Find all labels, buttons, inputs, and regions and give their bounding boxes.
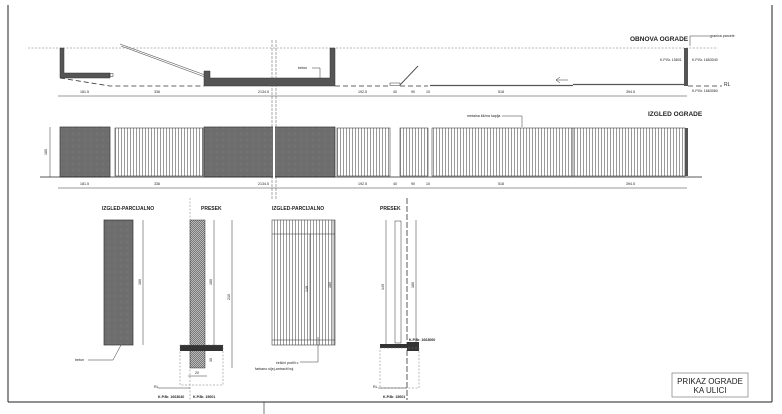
detail-title: IZGLED-PARCIJALNO [102,206,154,212]
kp-label: K.P.Br. 15601 [383,395,405,399]
dim-text: 180 [328,282,332,288]
dim-text: 181.5 [80,90,89,94]
dim-text: 20 [195,371,199,375]
dim-text: 192.5 [358,182,367,186]
detail-title: PRESEK [380,206,401,212]
dim-text: 10 [426,90,430,94]
dim-text: 336 [154,90,160,94]
dim-text: 181.5 [80,182,89,186]
elevation-title: IZGLED OGRADE [648,111,703,118]
note-text: čelični profili c [276,361,299,365]
detail-fence-elevation: IZGLED-PARCIJALNO 149 180 čelični profil… [255,206,336,371]
title-line-1: PRIKAZ OGRADE [677,377,743,386]
dim-text: 394.5 [626,182,635,186]
dim-text: 336 [154,182,160,186]
title-block: PRIKAZ OGRADE KA ULICI [671,372,749,398]
note-text: beton [75,358,84,362]
dim-text: 90 [411,182,415,186]
note-text: farbano uljej-antracit boj [255,367,294,371]
rl-label: RL [373,385,378,389]
dim-text: 149 [381,284,385,290]
dim-text: 518 [498,90,504,94]
kp-label-2: K.P.Br. 1663040 [692,58,718,62]
rl-label: RL [154,385,159,389]
dim-text: 40 [393,182,397,186]
dim-text: 2134.5 [258,182,269,186]
title-line-2: KA ULICI [694,386,727,395]
dim-text: 149 [305,286,309,292]
elevation-dimensions: 181.5 336 2134.5 192.5 40 90 10 518 394.… [58,182,687,189]
plan-title: OBNOVA OGRADE [630,36,689,43]
detail-title: PRESEK [201,206,222,212]
granica-parcele-label: granica parcele [710,34,735,38]
kp-label: K.P.Br. 15601 [193,395,215,399]
plan-dimensions: 181.5 336 2134.5 192.5 40 90 10 518 394.… [58,90,687,97]
dim-text: 210 [227,294,231,300]
detail-concrete-section: PRESEK 180 210 30 20 RL K.P.Br. 1663040 … [154,198,233,400]
dim-text: 90 [411,90,415,94]
sheet-frame [7,5,773,414]
fence-elevation: IZGLED OGRADE metalna kližna kapija 180 [40,111,703,200]
dim-text: 394.5 [626,90,635,94]
metal-fence-label: metalna kližna kapija [467,114,500,118]
dim-text: 180 [138,279,142,285]
dim-text: 10 [426,182,430,186]
rl-label: RL [724,82,731,88]
dim-text: 192.5 [358,90,367,94]
dim-text: 40 [393,90,397,94]
dim-text: 180 [411,282,415,288]
detail-concrete-elevation: IZGLED-PARCIJALNO 180 beton [75,206,154,362]
dim-text: 30 [209,358,213,362]
kp-label-3: K.P.Br. 1663060 [692,89,718,93]
detail-title: IZGLED-PARCIJALNO [272,206,324,212]
dim-text: 180 [209,279,213,285]
detail-fence-section: PRESEK 149 180 K.P.Br. 1663060 RL K.P.Br… [373,198,435,400]
kp-label: K.P.Br. 1663040 [158,395,184,399]
height-dim: 180 [44,149,48,155]
dim-text: 2134.5 [258,90,269,94]
kp-label: K.P.Br. 1663060 [409,338,435,342]
beton-label: beton [298,66,307,70]
dim-text: 518 [498,182,504,186]
kp-label-1: K.P.Br. 15601 [660,58,682,62]
